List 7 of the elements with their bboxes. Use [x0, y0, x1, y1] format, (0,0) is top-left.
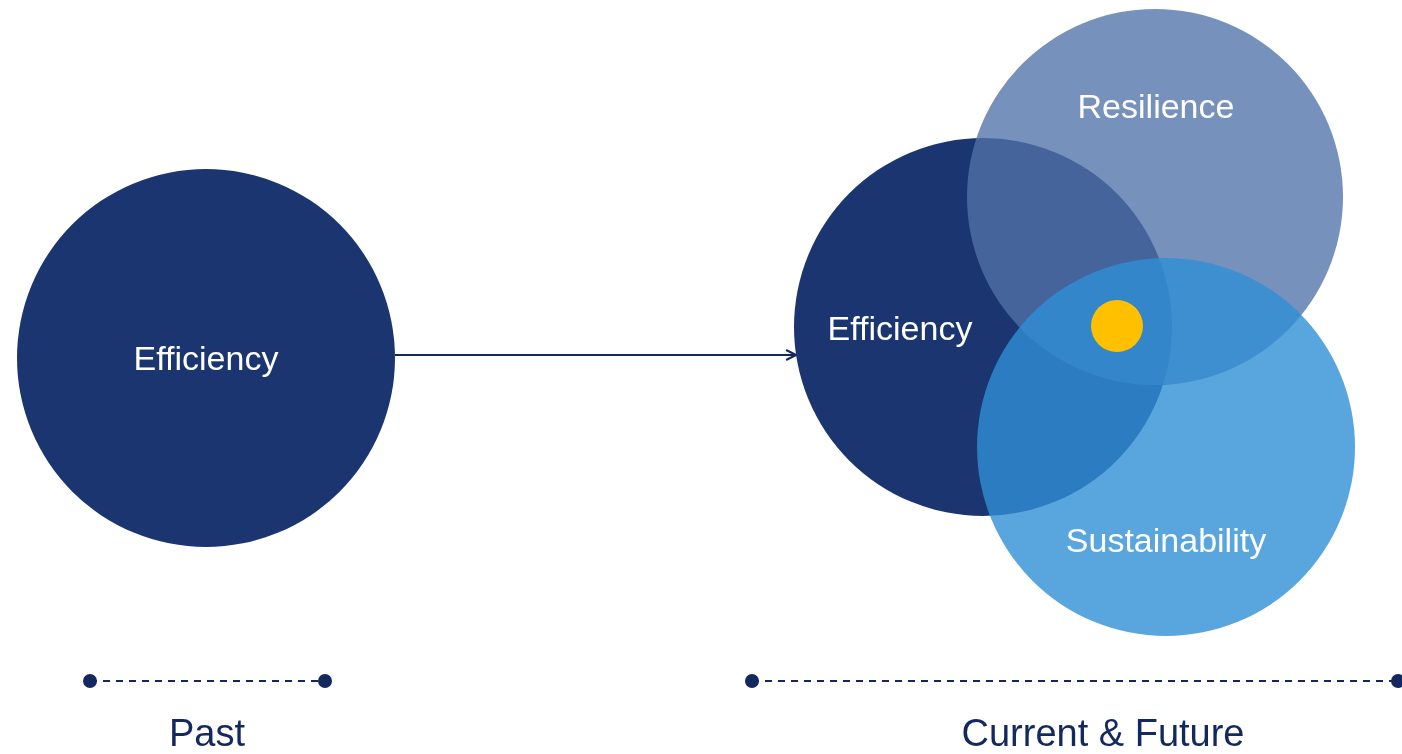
period-label: Past	[169, 712, 245, 754]
circle-label: Efficiency	[133, 338, 279, 378]
period-label: Current & Future	[961, 712, 1245, 754]
circle-label: Sustainability	[1065, 520, 1267, 560]
arrow	[394, 349, 798, 361]
circle-label: Efficiency	[827, 308, 973, 348]
circle-label: Resilience	[1077, 86, 1235, 126]
